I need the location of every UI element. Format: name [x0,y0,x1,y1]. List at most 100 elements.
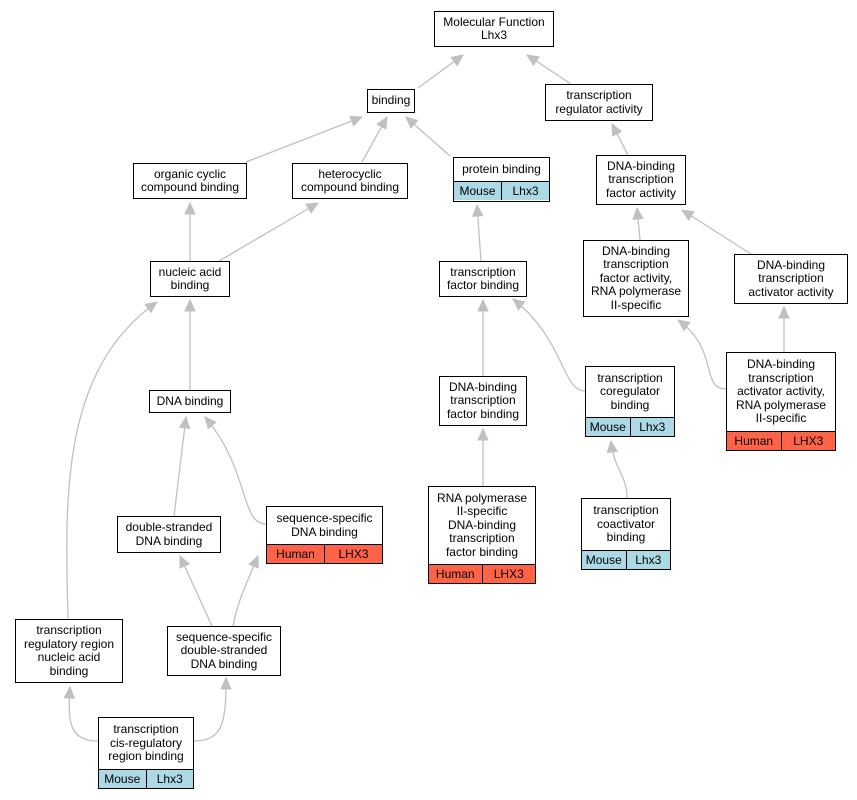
node-label: organic cyclic compound binding [140,166,240,194]
species-label: Mouse [589,420,626,434]
node-rnap2-specific-dna-binding-tf-binding[interactable]: RNA polymerase II-specific DNA-binding t… [428,486,536,584]
node-transcription-coregulator-binding[interactable]: transcription coregulator binding Mouse … [585,366,675,437]
node-dna-binding-transcription-factor-binding[interactable]: DNA-binding transcription factor binding [439,376,527,426]
edge-arrowhead [677,319,691,332]
edge-arrowhead [179,554,191,569]
edge-line [173,416,187,517]
edge-arrowhead [144,301,158,314]
edge-arrowhead [611,122,623,137]
gene-label[interactable]: LHX3 [780,432,836,450]
node-label: DNA-binding transcription activator acti… [735,357,827,426]
edge-arrowhead [349,115,364,127]
node-label: Molecular Function Lhx3 [443,14,545,42]
human-annotation-row: Human LHX3 [429,564,535,583]
node-transcription-cis-regulatory-region-binding[interactable]: transcription cis-regulatory region bind… [98,717,194,789]
node-label: DNA binding [156,393,224,408]
node-label: transcription cis-regulatory region bind… [108,722,184,764]
node-label: DNA-binding transcription activator acti… [748,257,834,299]
mouse-annotation-row: Mouse Lhx3 [454,181,549,200]
edge-line [179,555,213,627]
human-annotation-row: Human LHX3 [727,431,835,450]
species-label: Mouse [459,184,496,198]
edge-arrowhead [184,201,196,215]
node-label: transcription coactivator binding [593,503,659,545]
gene-label[interactable]: Lhx3 [145,770,194,788]
edge-arrowhead [220,676,232,690]
node-label: transcription regulatory region nucleic … [23,623,115,678]
node-transcription-regulator-activity[interactable]: transcription regulator activity [545,84,653,121]
node-binding[interactable]: binding [367,89,415,113]
node-label: transcription regulator activity [555,88,643,116]
edge-arrowhead [525,54,540,67]
edge-arrowhead [477,298,489,312]
edge-arrowhead [63,685,76,699]
node-dna-binding-transcription-factor-activity[interactable]: DNA-binding transcription factor activit… [596,155,686,205]
node-dna-binding[interactable]: DNA binding [149,390,231,413]
edge-arrowhead [472,203,484,217]
node-molecular-function-root[interactable]: Molecular Function Lhx3 [434,11,554,47]
mouse-annotation-row: Mouse Lhx3 [99,769,193,788]
gene-label[interactable]: Lhx3 [625,551,671,569]
edge-line [677,319,727,390]
node-label: DNA-binding transcription factor binding [446,379,520,421]
edge-arrowhead [305,202,320,214]
edge-line [66,301,158,620]
mouse-annotation-row: Mouse Lhx3 [582,550,670,569]
edge-line [204,416,267,525]
species-label: Mouse [585,553,622,567]
node-protein-binding[interactable]: protein binding Mouse Lhx3 [453,157,550,202]
node-nucleic-acid-binding[interactable]: nucleic acid binding [150,261,230,297]
edge-arrowhead [606,439,619,454]
edge-arrowhead [512,298,526,311]
species-label: Human [276,547,315,561]
node-sequence-specific-double-stranded-dna-binding[interactable]: sequence-specific double-stranded DNA bi… [167,626,281,676]
node-transcription-factor-binding[interactable]: transcription factor binding [439,261,527,297]
edge-line [218,202,319,262]
node-label: protein binding [462,161,541,176]
edge-line [193,677,227,742]
node-dna-binding-tf-activity-rnap2[interactable]: DNA-binding transcription factor activit… [583,240,689,317]
edge-arrowhead [248,554,259,569]
node-label: double-stranded DNA binding [125,520,213,548]
edge-arrowhead [204,416,217,430]
node-heterocyclic-compound-binding[interactable]: heterocyclic compound binding [292,163,408,199]
node-double-stranded-dna-binding[interactable]: double-stranded DNA binding [117,516,221,553]
edge-arrowhead [680,209,695,222]
edge-line [245,116,363,163]
edge-arrowhead [184,298,196,312]
node-label: binding [371,93,411,108]
edge-line [512,298,586,392]
gene-label[interactable]: Lhx3 [501,182,549,200]
node-label: RNA polymerase II-specific DNA-binding t… [436,490,528,559]
human-annotation-row: Human LHX3 [267,544,382,563]
node-label: heterocyclic compound binding [300,166,400,194]
edge-arrowhead [778,305,790,319]
edge-arrowhead [450,54,464,67]
node-dna-binding-ta-activity-rnap2[interactable]: DNA-binding transcription activator acti… [726,352,836,451]
edge-arrowhead [632,206,644,220]
node-label: DNA-binding transcription factor activit… [590,243,682,312]
edge-arrowhead [178,415,191,430]
node-dna-binding-transcription-activator-activity[interactable]: DNA-binding transcription activator acti… [734,254,848,304]
node-transcription-coactivator-binding[interactable]: transcription coactivator binding Mouse … [581,498,671,570]
edge-arrowhead [376,115,388,130]
node-transcription-regulatory-region-nucleic-acid-binding[interactable]: transcription regulatory region nucleic … [15,619,123,683]
species-label: Human [435,567,475,581]
gene-label[interactable]: Lhx3 [629,418,675,436]
species-label: Human [734,434,774,448]
node-label: DNA-binding transcription factor activit… [605,158,677,200]
edge-arrowhead [405,116,419,129]
node-organic-cyclic-compound-binding[interactable]: organic cyclic compound binding [133,163,247,199]
node-label: sequence-specific DNA binding [276,511,373,539]
mouse-annotation-row: Mouse Lhx3 [586,417,674,436]
edge-line [681,209,752,255]
edge-arrowhead [477,427,489,441]
node-label: transcription coregulator binding [597,370,663,412]
node-label: sequence-specific double-stranded DNA bi… [175,629,273,671]
gene-label[interactable]: LHX3 [324,545,382,563]
node-label: transcription factor binding [446,264,520,292]
node-sequence-specific-dna-binding[interactable]: sequence-specific DNA binding Human LHX3 [266,506,383,564]
gene-label[interactable]: LHX3 [481,565,536,583]
